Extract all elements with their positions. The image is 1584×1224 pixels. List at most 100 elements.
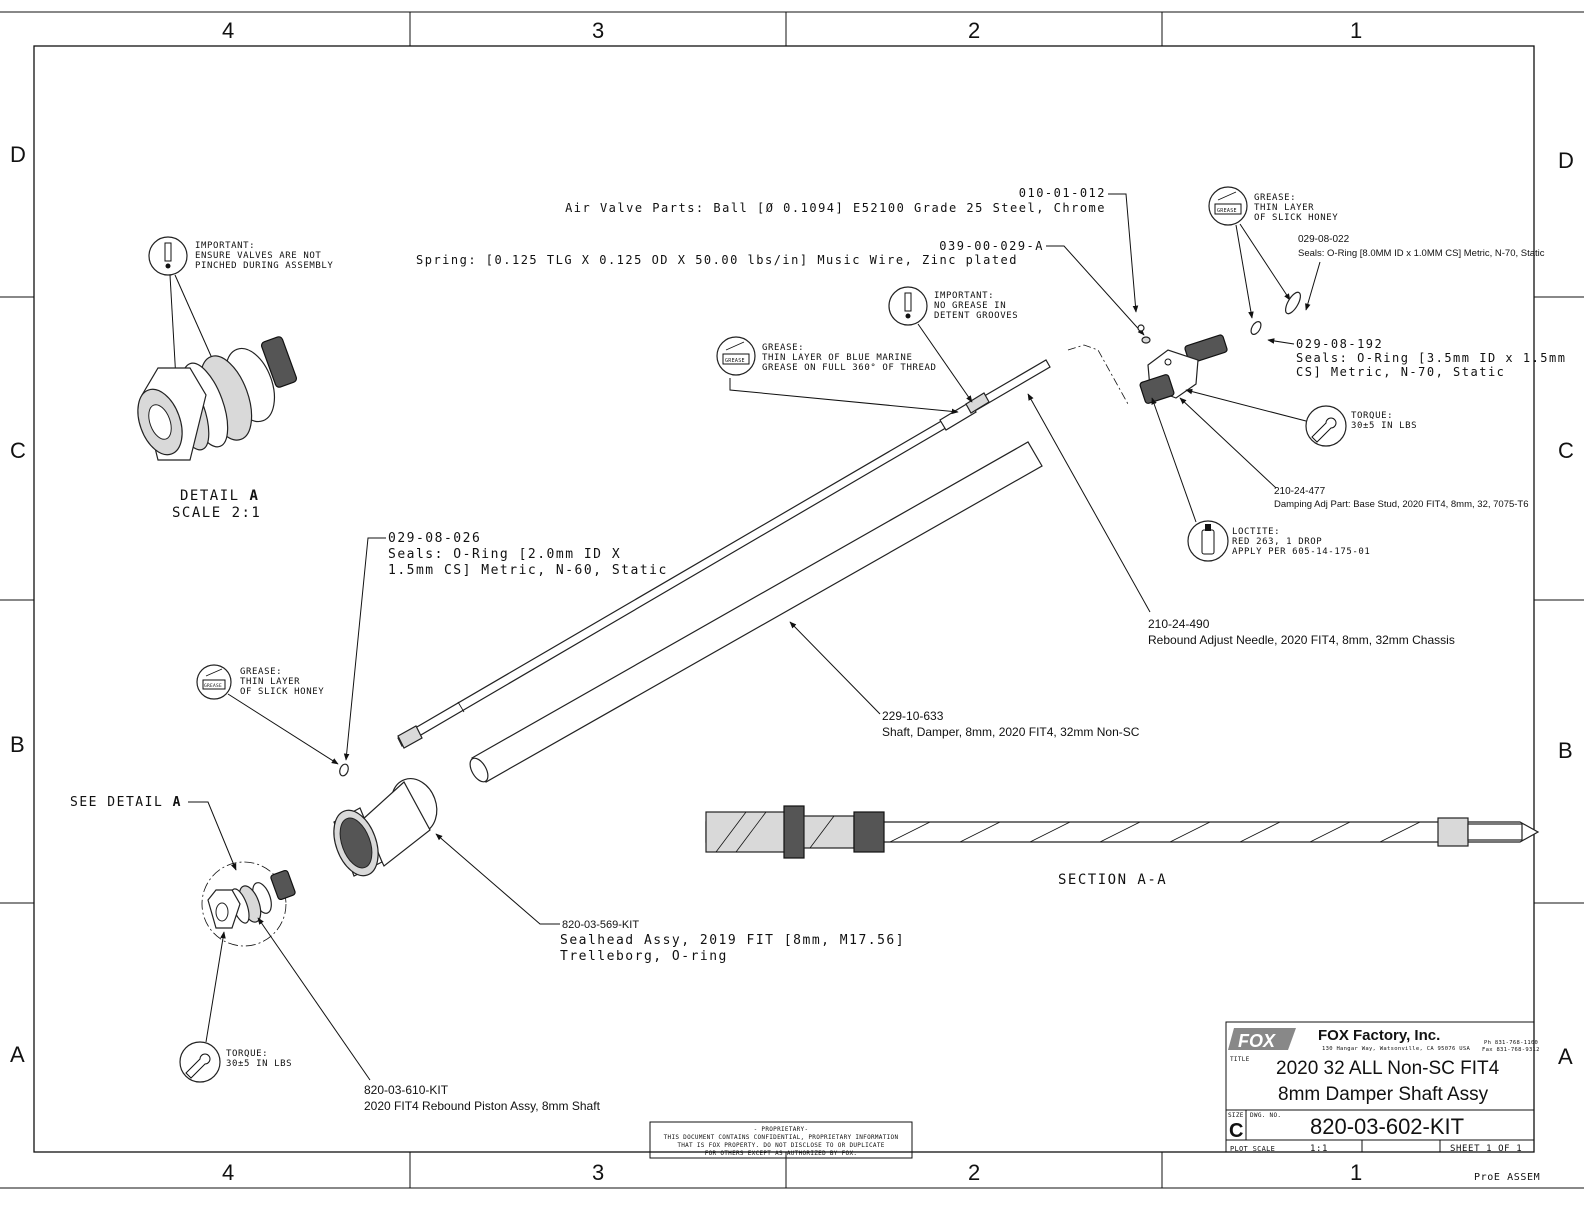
zone-col-top-2: 3 — [592, 18, 604, 43]
base-stud-part — [1067, 324, 1228, 405]
callout-base-stud-number: 210-24-477 — [1274, 486, 1326, 497]
torque-left-l2: 30±5 IN LBS — [226, 1059, 292, 1069]
callout-piston-desc: 2020 FIT4 Rebound Piston Assy, 8mm Shaft — [364, 1099, 601, 1113]
callout-shaft-number: 229-10-633 — [882, 709, 944, 723]
proprietary-l3: THAT IS FOX PROPERTY. DO NOT DISCLOSE TO… — [677, 1142, 884, 1149]
callout-sealhead-line1: Sealhead Assy, 2019 FIT [8mm, M17.56] — [560, 933, 905, 948]
detail-a-title: DETAIL A — [180, 488, 259, 504]
note-grease-top-right: GREASE GREASE: THIN LAYER OF SLICK HONEY — [1208, 186, 1338, 319]
zone-labels: 4 3 2 1 4 3 2 1 D C B A D C B A — [10, 18, 1574, 1185]
zone-col-top-3: 2 — [968, 18, 980, 43]
wrench-icon — [179, 1041, 221, 1083]
callout-sealhead-line2: Trelleborg, O-ring — [560, 949, 728, 964]
wrench-icon — [1305, 405, 1347, 447]
no-grease-l2: NO GREASE IN — [934, 301, 1006, 311]
grease-blue-l3: GREASE ON FULL 360° OF THREAD — [762, 363, 937, 373]
proprietary-l4: FOR OTHERS EXCEPT AS AUTHORIZED BY FOX. — [705, 1150, 858, 1157]
company-phone: Ph 831-768-1100 — [1484, 1040, 1538, 1046]
plot-scale-value: 1:1 — [1310, 1144, 1328, 1154]
warning-icon — [888, 286, 928, 326]
callout-shaft-desc: Shaft, Damper, 8mm, 2020 FIT4, 32mm Non-… — [882, 725, 1140, 739]
note-torque-left: TORQUE: 30±5 IN LBS — [179, 931, 292, 1083]
plot-scale-label: PLOT SCALE — [1230, 1145, 1275, 1153]
grease-blue-l2: THIN LAYER OF BLUE MARINE — [762, 353, 912, 363]
zone-col-bottom-2: 3 — [592, 1160, 604, 1185]
see-detail-label: SEE DETAIL A — [70, 795, 182, 810]
callout-ball-desc: Air Valve Parts: Ball [Ø 0.1094] E52100 … — [565, 201, 1106, 215]
callout-oring-35-line1: Seals: O-Ring [3.5mm ID x 1.5mm — [1296, 351, 1566, 365]
zone-row-left-d: D — [10, 142, 26, 167]
zone-col-bottom-1: 4 — [222, 1160, 234, 1185]
see-detail-a: SEE DETAIL A — [70, 795, 296, 947]
note-grease-left: GREASE GREASE: THIN LAYER OF SLICK HONEY — [196, 664, 339, 765]
svg-text:GREASE: GREASE — [204, 683, 222, 689]
zone-row-left-b: B — [10, 732, 25, 757]
warning-icon — [148, 236, 188, 276]
detail-a-note-line1: ENSURE VALVES ARE NOT — [195, 251, 321, 261]
grease-left-l2: THIN LAYER — [240, 677, 300, 687]
callout-oring-8-number: 029-08-022 — [1298, 234, 1350, 245]
loctite-l2: RED 263, 1 DROP — [1232, 537, 1322, 547]
piston-assembly-small — [207, 869, 296, 929]
drawing-border — [0, 11, 1584, 1189]
loctite-l3: APPLY PER 605-14-175-01 — [1232, 547, 1370, 557]
title-label: TITLE — [1230, 1056, 1250, 1063]
zone-col-bottom-3: 2 — [968, 1160, 980, 1185]
title-line1: 2020 32 ALL Non-SC FIT4 — [1276, 1058, 1500, 1079]
grease-left-l3: OF SLICK HONEY — [240, 687, 324, 697]
size-label: SIZE — [1228, 1112, 1244, 1119]
zone-row-right-c: C — [1558, 438, 1574, 463]
zone-col-bottom-4: 1 — [1350, 1160, 1362, 1185]
section-hatching — [715, 811, 1421, 853]
no-grease-l3: DETENT GROOVES — [934, 311, 1018, 321]
callout-oring-8mm: 029-08-022 Seals: O-Ring [8.0MM ID x 1.0… — [1298, 234, 1545, 311]
rebound-adjust-needle-part — [397, 359, 1051, 749]
callout-needle-desc: Rebound Adjust Needle, 2020 FIT4, 8mm, 3… — [1148, 633, 1455, 647]
detail-a-note-line2: PINCHED DURING ASSEMBLY — [195, 261, 333, 271]
callout-piston: 820-03-610-KIT 2020 FIT4 Rebound Piston … — [257, 917, 601, 1113]
note-grease-blue-marine: GREASE GREASE: THIN LAYER OF BLUE MARINE… — [716, 336, 959, 415]
section-label: SECTION A-A — [1058, 872, 1167, 888]
callout-base-stud-desc: Damping Adj Part: Base Stud, 2020 FIT4, … — [1274, 499, 1529, 510]
grease-left-l1: GREASE: — [240, 667, 282, 677]
callout-spring: 039-00-029-A Spring: [0.125 TLG X 0.125 … — [416, 239, 1145, 336]
zone-row-right-a: A — [1558, 1044, 1573, 1069]
loctite-bottle-icon — [1187, 520, 1229, 562]
no-grease-l1: IMPORTANT: — [934, 291, 994, 301]
company-name: FOX Factory, Inc. — [1318, 1027, 1440, 1044]
torque-right-l1: TORQUE: — [1351, 411, 1393, 421]
grease-blue-l1: GREASE: — [762, 343, 804, 353]
callout-spring-desc: Spring: [0.125 TLG X 0.125 OD X 50.00 lb… — [416, 253, 1018, 267]
dwg-label: DWG. NO. — [1250, 1112, 1281, 1119]
zone-col-top-4: 1 — [1350, 18, 1362, 43]
zone-col-top-1: 4 — [222, 18, 234, 43]
callout-ball-number: 010-01-012 — [1019, 186, 1106, 200]
fox-logo: FOX — [1228, 1028, 1296, 1051]
company-address: 130 Hangar Way, Watsonville, CA 95076 US… — [1322, 1046, 1470, 1052]
detail-a-note-label: IMPORTANT: — [195, 241, 255, 251]
grease-tr-l2: THIN LAYER — [1254, 203, 1314, 213]
proprietary-l2: THIS DOCUMENT CONTAINS CONFIDENTIAL, PRO… — [664, 1134, 899, 1141]
zone-row-left-a: A — [10, 1042, 25, 1067]
grease-icon: GREASE — [1208, 186, 1248, 226]
grease-icon: GREASE — [716, 336, 756, 376]
callout-needle: 210-24-490 Rebound Adjust Needle, 2020 F… — [1027, 393, 1455, 647]
callout-ball: 010-01-012 Air Valve Parts: Ball [Ø 0.10… — [565, 186, 1139, 313]
damper-shaft-part — [469, 441, 1043, 783]
proprietary-l1: - PROPRIETARY- — [754, 1126, 809, 1133]
loctite-l1: LOCTITE: — [1232, 527, 1280, 537]
piston-assembly-detail — [137, 336, 298, 461]
detail-a-view: IMPORTANT: ENSURE VALVES ARE NOT PINCHED… — [137, 236, 333, 521]
callout-sealhead: 820-03-569-KIT Sealhead Assy, 2019 FIT [… — [435, 833, 905, 964]
sealhead-assy-part — [333, 778, 438, 877]
grease-tr-l3: OF SLICK HONEY — [1254, 213, 1338, 223]
grease-tr-l1: GREASE: — [1254, 193, 1296, 203]
callout-oring-20-line1: Seals: O-Ring [2.0mm ID X — [388, 547, 621, 562]
callout-piston-number: 820-03-610-KIT — [364, 1083, 449, 1097]
torque-right-l2: 30±5 IN LBS — [1351, 421, 1417, 431]
note-no-grease: IMPORTANT: NO GREASE IN DETENT GROOVES — [888, 286, 1018, 403]
callout-oring-8-desc: Seals: O-Ring [8.0MM ID x 1.0MM CS] Metr… — [1298, 248, 1545, 259]
svg-text:GREASE: GREASE — [1217, 208, 1237, 214]
zone-row-right-d: D — [1558, 148, 1574, 173]
